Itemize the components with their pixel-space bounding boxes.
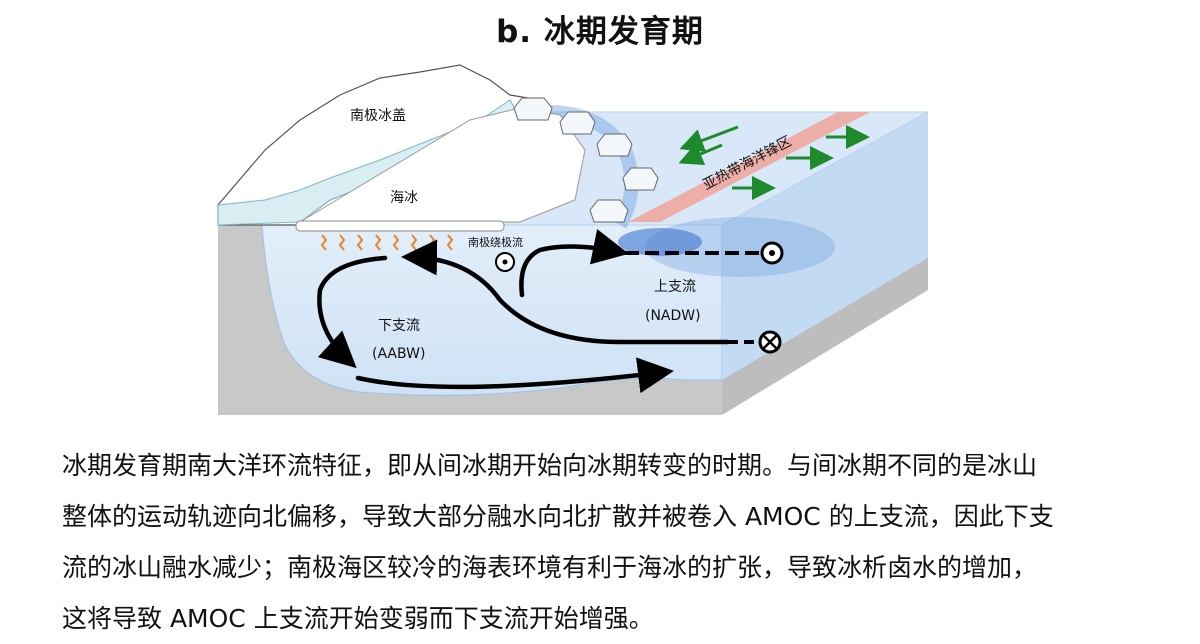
- ocean-side-face: [722, 112, 928, 380]
- brine-arrow: [356, 234, 364, 251]
- iceberg-5: [589, 199, 629, 223]
- caption-line-3: 流的冰山融水减少；南极海区较冷的海表环境有利于海冰的扩张，导致冰析卤水的增加，: [62, 553, 1038, 582]
- brine-arrow: [446, 234, 454, 251]
- caption-line-4: 这将导致 AMOC 上支流开始变弱而下支流开始增强。: [62, 604, 654, 633]
- brine-arrows: [320, 234, 454, 251]
- wind-arrows: [678, 125, 870, 200]
- meltwater-plume-outer: [645, 217, 835, 277]
- upper-out-of-page-dot-icon: [769, 250, 775, 256]
- brine-arrow: [374, 234, 382, 251]
- sea-ice-slab: [295, 220, 505, 232]
- caption-line-2: 整体的运动轨迹向北偏移，导致大部分融水向北扩散并被卷入 AMOC 的上支流，因此…: [62, 502, 1054, 531]
- lower-cell-bottom-arrow: [355, 357, 674, 394]
- label-upper-cell: 上支流: [654, 279, 696, 295]
- brine-arrow: [320, 234, 328, 251]
- label-lower-cell-abbr: (AABW): [372, 346, 425, 362]
- lower-into-page-cross-icon: [762, 334, 778, 350]
- iceberg-group: [513, 97, 659, 223]
- acc-out-of-page-dot-icon: [502, 259, 508, 265]
- circulation-arrows: [317, 229, 731, 394]
- label-upper-cell-abbr: (NADW): [645, 308, 701, 324]
- flow-symbols: [495, 241, 784, 354]
- upper-cell-arrow: [519, 229, 629, 298]
- sea-ice-sheet: [298, 107, 586, 223]
- label-lower-cell: 下支流: [378, 318, 420, 334]
- caption: 冰期发育期南大洋环流特征，即从间冰期开始向冰期转变的时期。与间冰期不同的是冰山 …: [62, 440, 1162, 644]
- lower-cell-return-arrow: [401, 239, 731, 345]
- brine-arrow: [338, 234, 346, 251]
- caption-line-1: 冰期发育期南大洋环流特征，即从间冰期开始向冰期转变的时期。与间冰期不同的是冰山: [62, 451, 1038, 480]
- ocean-front-face: [261, 224, 723, 396]
- figure-title: b. 冰期发育期: [496, 14, 704, 50]
- brine-arrow: [392, 234, 400, 251]
- iceberg-4: [622, 167, 659, 191]
- ocean-circulation-diagram: 南极冰盖 海冰 南极绕极流 亚热带海洋锋区 上支流 (NADW) 下支流 (AA…: [217, 64, 929, 415]
- subtropical-front-band: [628, 112, 870, 222]
- label-acc: 南极绕极流: [468, 235, 523, 249]
- iceberg-3: [596, 133, 633, 157]
- label-sea-ice: 海冰: [390, 190, 418, 206]
- lower-cell-downwelling-arrow: [317, 255, 388, 369]
- iceberg-2: [559, 111, 596, 135]
- dashed-extensions: [625, 251, 760, 344]
- label-ice-sheet: 南极冰盖: [350, 108, 406, 124]
- iceberg-1: [513, 97, 553, 121]
- meltwater-plume-inner: [618, 228, 702, 256]
- westward-arrow-2: [678, 142, 723, 166]
